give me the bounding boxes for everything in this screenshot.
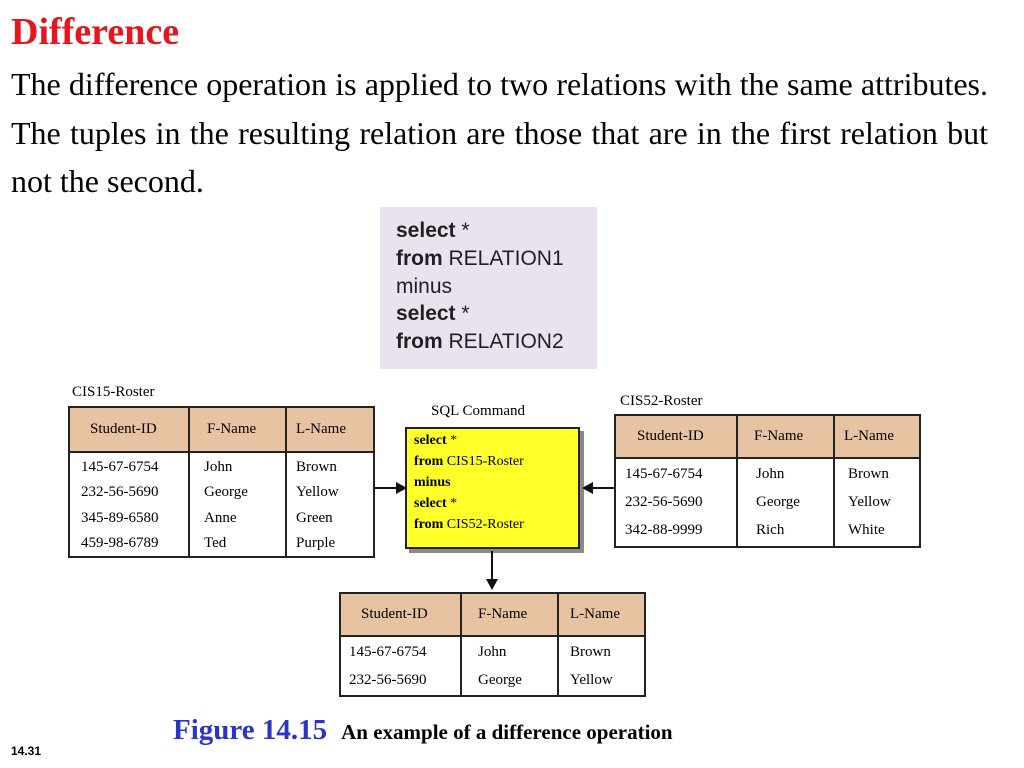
sql-line: minus [396,275,453,298]
header-f-name: F-Name [207,421,257,437]
header-l-name: L-Name [844,428,894,444]
column-divider [285,408,287,556]
header-f-name: F-Name [754,428,804,444]
sql-command-line: minus [414,475,451,490]
cell: John [756,466,785,482]
cell: Ted [204,535,227,551]
sql-line: from RELATION2 [396,330,564,353]
column-divider [557,594,559,695]
cell: Anne [204,510,237,526]
header-f-name: F-Name [478,606,528,622]
description-paragraph: The difference operation is applied to t… [11,66,988,199]
cell: George [478,672,522,688]
table-header: Student-ID F-Name L-Name [341,594,644,637]
header-l-name: L-Name [296,421,346,437]
column-divider [188,408,190,556]
cell: 145-67-6754 [81,459,159,475]
sql-syntax-box: select * from RELATION1 minus select * f… [380,207,597,369]
figure-number: Figure 14.15 [173,714,328,746]
cell: Yellow [570,672,613,688]
cell: Brown [570,644,611,660]
column-divider [833,416,835,546]
table-header: Student-ID F-Name L-Name [616,416,919,459]
figure-text: An example of a difference operation [341,720,673,744]
cell: John [478,644,507,660]
header-student-id: Student-ID [637,428,704,444]
sql-command-line: from CIS15-Roster [414,454,524,469]
cell: 145-67-6754 [625,466,703,482]
sql-command-line: select * [414,496,458,511]
column-divider [460,594,462,695]
right-to-sql-arrow [582,482,614,494]
sql-command-line: select * [414,433,458,448]
sql-command-line: from CIS52-Roster [414,517,524,532]
sql-line: from RELATION1 [396,247,564,270]
right-table-caption: CIS52-Roster [620,393,703,409]
cell: White [848,522,885,538]
right-relation-table: Student-ID F-Name L-Name 145-67-6754 Joh… [614,414,921,548]
left-relation-table: Student-ID F-Name L-Name 145-67-6754 Joh… [68,406,375,558]
header-student-id: Student-ID [90,421,157,437]
header-l-name: L-Name [570,606,620,622]
sql-command-caption: SQL Command [431,403,526,419]
cell: 345-89-6580 [81,510,159,526]
header-student-id: Student-ID [361,606,428,622]
cell: Yellow [296,484,339,500]
cell: 232-56-5690 [349,672,427,688]
cell: 459-98-6789 [81,535,159,551]
cell: Brown [296,459,337,475]
page-number: 14.31 [11,744,42,758]
cell: 145-67-6754 [349,644,427,660]
figure-caption: Figure 14.15 An example of a difference o… [173,714,673,747]
cell: Green [296,510,333,526]
cell: 232-56-5690 [625,494,703,510]
cell: George [756,494,800,510]
sql-to-result-arrow [486,551,498,590]
table-header: Student-ID F-Name L-Name [70,408,373,453]
cell: Purple [296,535,336,551]
slide-title: Difference [11,11,180,53]
cell: John [204,459,233,475]
left-table-caption: CIS15-Roster [72,384,155,400]
cell: 232-56-5690 [81,484,159,500]
cell: 342-88-9999 [625,522,703,538]
column-divider [736,416,738,546]
left-to-sql-arrow [375,482,407,494]
result-relation-table: Student-ID F-Name L-Name 145-67-6754 Joh… [339,592,646,697]
sql-line: select * [396,302,470,325]
cell: Brown [848,466,889,482]
sql-line: select * [396,219,470,242]
cell: Yellow [848,494,891,510]
cell: George [204,484,248,500]
cell: Rich [756,522,785,538]
